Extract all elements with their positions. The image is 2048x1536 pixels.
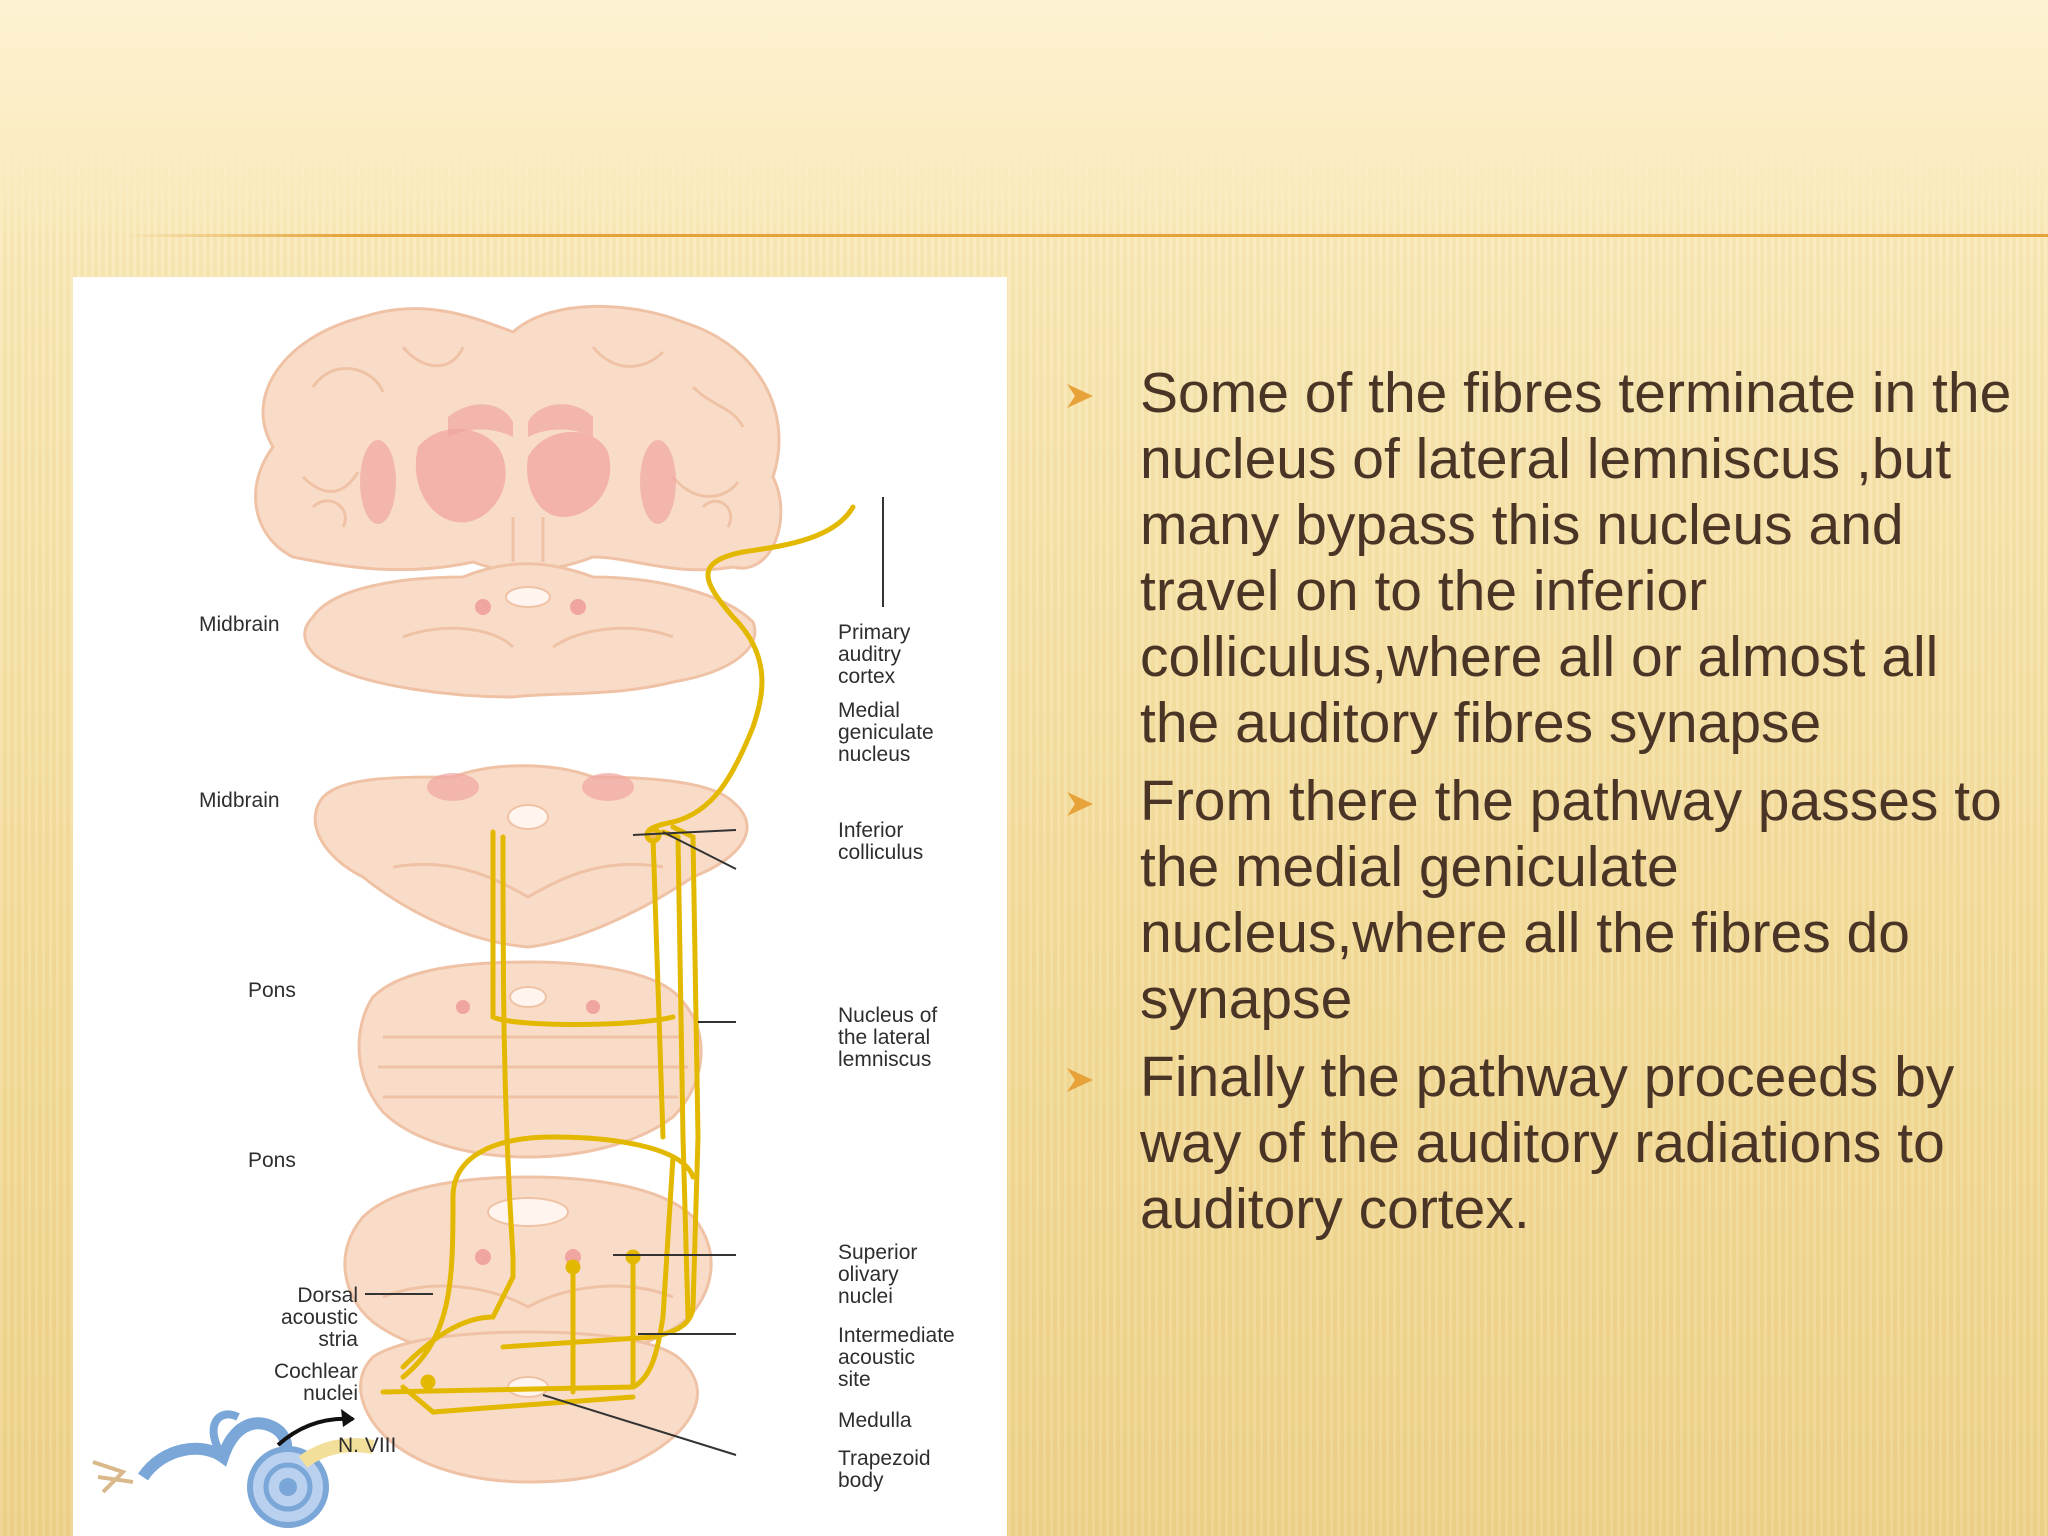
label-medial-geniculate-nucleus-3: nucleus (838, 743, 910, 766)
label-dorsal-acoustic-stria-2: acoustic (281, 1306, 358, 1329)
bullet-item: From there the pathway passes to the med… (1065, 768, 2015, 1032)
label-pons-upper: Pons (248, 979, 296, 1002)
label-nucleus-lateral-lemniscus-2: the lateral (838, 1026, 930, 1049)
label-intermediate-acoustic-site-3: site (838, 1368, 871, 1391)
arrow-bullet-icon (1067, 384, 1093, 408)
label-n-viii: N. VIII (338, 1434, 396, 1457)
label-inferior-colliculus-1: Inferior (838, 819, 903, 842)
cochlea-illustration (92, 1410, 375, 1528)
label-superior-olivary-nuclei-1: Superior (838, 1241, 917, 1264)
bullet-text: Finally the pathway proceeds by way of t… (1140, 1045, 1955, 1241)
label-superior-olivary-nuclei-2: olivary (838, 1263, 899, 1286)
bullet-text: Some of the fibres terminate in the nucl… (1140, 361, 2012, 755)
label-cochlear-nuclei-1: Cochlear (274, 1360, 358, 1383)
label-trapezoid-body-1: Trapezoid (838, 1447, 931, 1470)
label-medial-geniculate-nucleus-2: geniculate (838, 721, 934, 744)
label-trapezoid-body-2: body (838, 1469, 884, 1492)
bullet-item: Some of the fibres terminate in the nucl… (1065, 360, 2015, 756)
bullet-text: From there the pathway passes to the med… (1140, 769, 2002, 1031)
title-band (0, 0, 2048, 236)
pons-section-lower (343, 1175, 713, 1364)
label-primary-auditory-cortex-3: cortex (838, 665, 896, 688)
label-dorsal-acoustic-stria-1: Dorsal (297, 1284, 358, 1307)
label-leader-lines (365, 497, 884, 1456)
label-primary-auditory-cortex-2: auditry (838, 643, 902, 666)
label-nucleus-lateral-lemniscus-1: Nucleus of (838, 1004, 937, 1027)
label-dorsal-acoustic-stria-3: stria (318, 1328, 358, 1351)
midbrain-section-lower (313, 764, 749, 949)
label-pons-lower: Pons (248, 1149, 296, 1172)
label-cochlear-nuclei-2: nuclei (303, 1382, 358, 1405)
bullet-item: Finally the pathway proceeds by way of t… (1065, 1044, 2015, 1242)
label-intermediate-acoustic-site-2: acoustic (838, 1346, 915, 1369)
label-superior-olivary-nuclei-3: nuclei (838, 1285, 893, 1308)
bullet-list: Some of the fibres terminate in the nucl… (1065, 360, 2015, 1254)
label-medulla: Medulla (838, 1409, 912, 1432)
title-divider (120, 234, 2048, 237)
arrow-bullet-icon (1067, 1068, 1093, 1092)
label-medial-geniculate-nucleus-1: Medial (838, 699, 900, 722)
pons-section-upper (357, 960, 703, 1159)
label-nucleus-lateral-lemniscus-3: lemniscus (838, 1048, 931, 1071)
label-midbrain-lower: Midbrain (199, 789, 280, 812)
arrow-bullet-icon (1067, 792, 1093, 816)
brain-section (254, 304, 783, 573)
auditory-pathway-diagram: Midbrain Midbrain Pons Pons Dorsal acous… (92, 304, 955, 1528)
auditory-pathway-figure: Midbrain Midbrain Pons Pons Dorsal acous… (73, 277, 1007, 1536)
auditory-pathway (380, 504, 856, 1415)
label-midbrain-upper: Midbrain (199, 613, 280, 636)
label-inferior-colliculus-2: colliculus (838, 841, 923, 864)
label-primary-auditory-cortex-1: Primary (838, 621, 911, 644)
n-viii-arrowhead (341, 1409, 355, 1427)
label-intermediate-acoustic-site-1: Intermediate (838, 1324, 955, 1347)
midbrain-section-upper (303, 562, 757, 699)
